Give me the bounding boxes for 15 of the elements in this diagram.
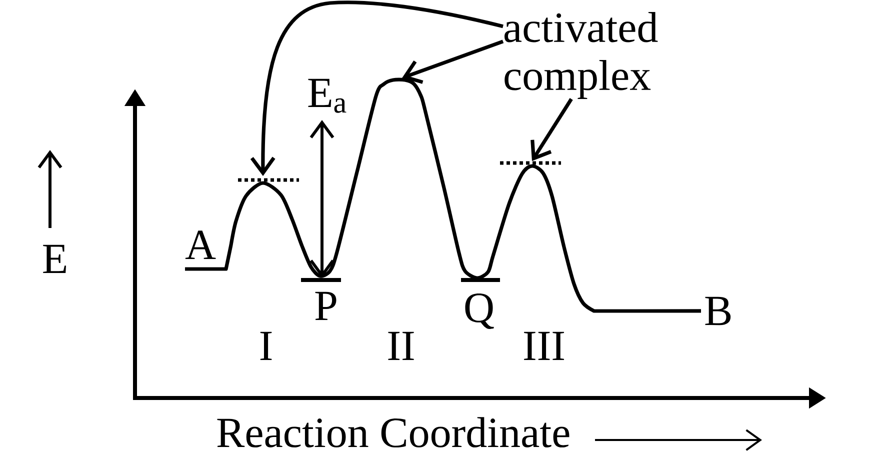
state-label: B xyxy=(705,296,731,326)
energy-label: E$_{a}$ xyxy=(308,78,346,113)
step-label: II xyxy=(388,332,414,360)
state-label: A xyxy=(185,230,216,259)
leader-line xyxy=(530,98,573,161)
step-label: III xyxy=(524,332,564,360)
callout-text: activated complex xyxy=(504,12,658,99)
axis-label: Reaction Coordinate xyxy=(217,417,570,448)
leader-line xyxy=(402,40,504,84)
state-label: Q xyxy=(465,294,494,329)
energy-curve xyxy=(185,78,701,313)
axis-label: E xyxy=(43,244,66,273)
leader-line xyxy=(250,0,504,176)
state-label: P xyxy=(315,292,336,320)
step-label: I xyxy=(260,332,272,360)
